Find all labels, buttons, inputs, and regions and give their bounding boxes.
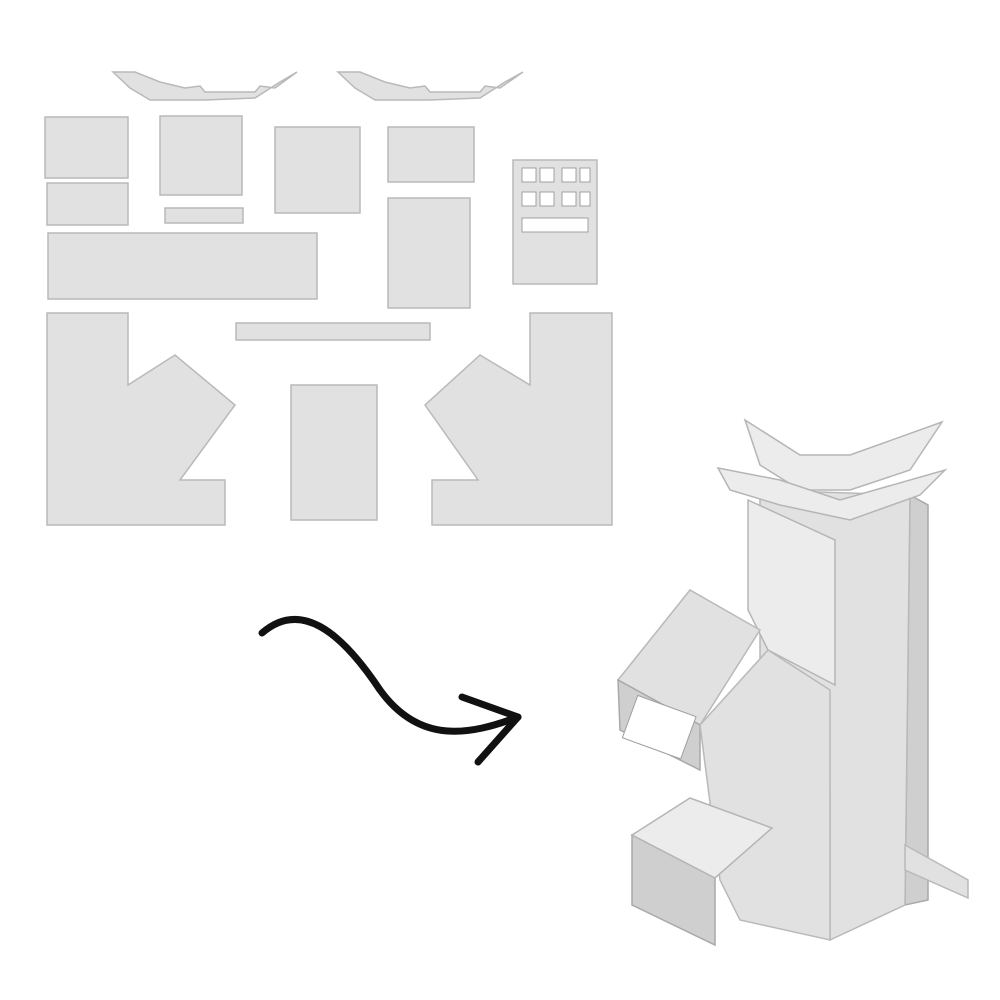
stove-stand-leg — [904, 843, 969, 900]
stove-base-panel — [699, 649, 831, 941]
plate-medium-2 — [274, 126, 361, 214]
plate-small-2 — [46, 182, 129, 226]
disassembled-parts — [44, 71, 613, 526]
plate-thin-long — [235, 322, 431, 341]
plate-medium-1 — [159, 115, 243, 196]
plate-grid — [512, 159, 598, 285]
side-panel-right — [424, 312, 613, 526]
plate-strip — [164, 207, 244, 224]
plate-medium-3 — [387, 126, 475, 183]
side-panel-left — [46, 312, 237, 526]
plate-tall — [290, 384, 378, 521]
plate-slotted — [387, 197, 471, 309]
grate-piece-right — [336, 71, 524, 101]
plate-long — [47, 232, 318, 300]
stove-upper-panel — [747, 498, 836, 687]
curved-arrow — [258, 615, 522, 766]
stove-air-box-top — [630, 797, 774, 879]
grate-piece-left — [111, 71, 298, 101]
stove-grate-front — [716, 466, 948, 521]
plate-small-1 — [44, 116, 129, 179]
stove-grate-back — [743, 418, 944, 491]
assembled-stove — [616, 418, 969, 947]
stove-fuel-opening — [621, 694, 697, 760]
